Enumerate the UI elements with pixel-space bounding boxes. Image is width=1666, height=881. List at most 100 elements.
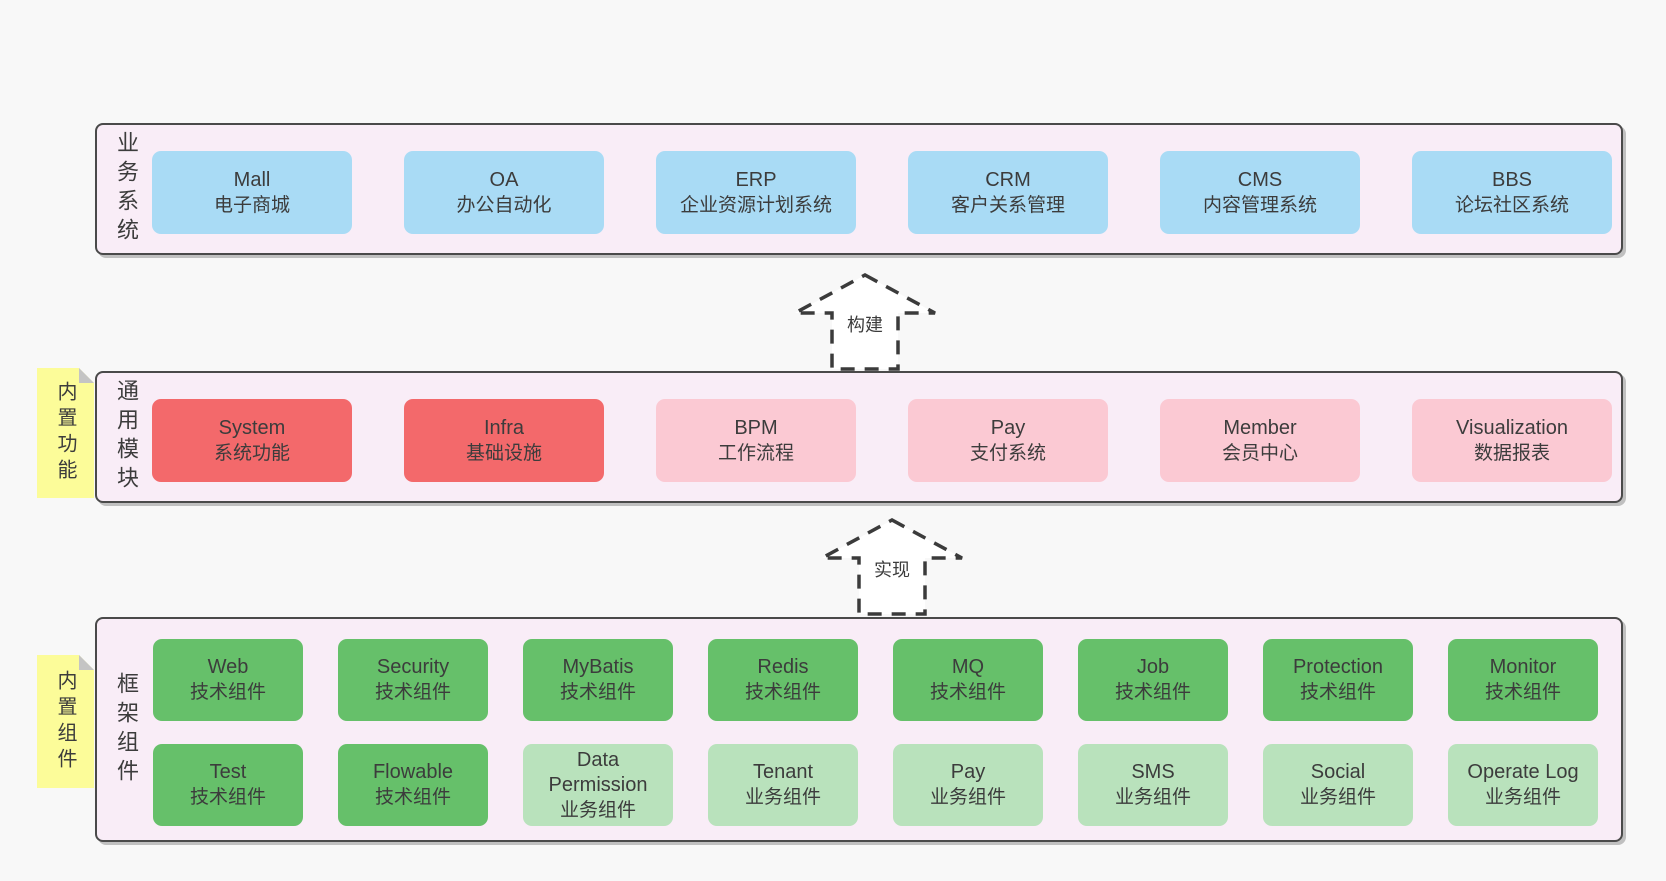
module-box-security: Security 技术组件 [338, 639, 488, 721]
module-box-title: Tenant [752, 761, 814, 783]
sticky-built-in-features-label: 内置功能 [54, 381, 76, 485]
module-box-title: Mall [233, 168, 271, 191]
band-framework-components-label: 框架组件 [114, 671, 139, 788]
module-box-title: Security [376, 656, 450, 678]
module-box-subtitle: 内容管理系统 [1202, 194, 1317, 216]
module-box-oa: OA 办公自动化 [404, 151, 604, 234]
module-box-title: MQ [951, 656, 985, 678]
module-box-tenant: Tenant 业务组件 [708, 744, 858, 826]
module-box-subtitle: 技术组件 [1114, 682, 1191, 703]
module-box-subtitle: 办公自动化 [456, 194, 552, 216]
module-box-infra: Infra 基础设施 [404, 399, 604, 482]
module-box-subtitle: 支付系统 [969, 442, 1046, 464]
module-box-subtitle: 数据报表 [1473, 442, 1550, 464]
module-box-subtitle: 技术组件 [374, 682, 451, 703]
module-box-subtitle: 业务组件 [559, 799, 636, 821]
module-box-erp: ERP 企业资源计划系统 [656, 151, 856, 234]
module-box-title: SMS [1131, 761, 1175, 783]
module-box-mq: MQ 技术组件 [893, 639, 1043, 721]
module-box-cms: CMS 内容管理系统 [1160, 151, 1360, 234]
module-box-subtitle: 技术组件 [559, 682, 636, 703]
module-box-title: System [218, 416, 286, 439]
module-box-title: OA [489, 168, 519, 191]
band-common-modules-label: 通用模块 [114, 379, 139, 495]
module-box-web: Web 技术组件 [153, 639, 303, 721]
module-box-title: Monitor [1489, 656, 1557, 678]
module-box-subtitle: 技术组件 [929, 682, 1006, 703]
module-box-title: Data Permission [548, 748, 648, 796]
module-box-flowable: Flowable 技术组件 [338, 744, 488, 826]
module-box-subtitle: 技术组件 [374, 787, 451, 808]
module-box-mybatis: MyBatis 技术组件 [523, 639, 673, 721]
module-box-title: Test [209, 761, 247, 783]
module-box-title: Visualization [1456, 416, 1568, 439]
module-box-operate-log: Operate Log 业务组件 [1448, 744, 1598, 826]
build-arrow: 构建 [790, 272, 940, 372]
module-box-subtitle: 会员中心 [1221, 442, 1298, 464]
module-box-mall: Mall 电子商城 [152, 151, 352, 234]
sticky-built-in-features: 内置功能 [37, 368, 94, 498]
module-box-subtitle: 业务组件 [1299, 787, 1376, 808]
module-box-subtitle: 技术组件 [1484, 682, 1561, 703]
module-box-subtitle: 业务组件 [1484, 787, 1561, 808]
module-box-member: Member 会员中心 [1160, 399, 1360, 482]
module-box-subtitle: 技术组件 [744, 682, 821, 703]
module-box-title: CRM [985, 168, 1031, 191]
module-box-title: ERP [735, 168, 777, 191]
module-box-title: Social [1310, 761, 1366, 783]
module-box-title: Web [207, 656, 249, 678]
module-box-title: Member [1223, 416, 1297, 439]
module-box-monitor: Monitor 技术组件 [1448, 639, 1598, 721]
module-box-bbs: BBS 论坛社区系统 [1412, 151, 1612, 234]
module-box-data-permission: Data Permission 业务组件 [523, 744, 673, 826]
module-box-pay: Pay 业务组件 [893, 744, 1043, 826]
business-systems-row: Mall 电子商城 OA 办公自动化 ERP 企业资源计划系统 CRM 客户关系管理 CMS 内容… [152, 151, 1612, 234]
module-box-subtitle: 企业资源计划系统 [679, 194, 832, 216]
module-box-crm: CRM 客户关系管理 [908, 151, 1108, 234]
module-box-title: Infra [483, 416, 525, 439]
module-box-subtitle: 论坛社区系统 [1454, 194, 1569, 216]
sticky-built-in-components-label: 内置组件 [54, 669, 76, 774]
module-box-title: BPM [734, 416, 778, 439]
module-box-title: BBS [1491, 168, 1533, 191]
module-box-title: Protection [1292, 656, 1384, 678]
module-box-subtitle: 业务组件 [744, 787, 821, 808]
module-box-title: CMS [1237, 168, 1283, 191]
module-box-subtitle: 基础设施 [465, 442, 542, 464]
module-box-redis: Redis 技术组件 [708, 639, 858, 721]
module-box-subtitle: 电子商城 [213, 194, 290, 216]
module-box-sms: SMS 业务组件 [1078, 744, 1228, 826]
module-box-title: Pay [950, 761, 986, 783]
module-box-subtitle: 业务组件 [1114, 787, 1191, 808]
module-box-title: Pay [990, 416, 1026, 439]
module-box-title: Operate Log [1467, 761, 1579, 783]
build-arrow-label: 构建 [844, 310, 886, 338]
module-box-title: MyBatis [562, 656, 634, 678]
module-box-title: Job [1136, 656, 1170, 678]
implement-arrow: 实现 [817, 517, 967, 617]
band-business-systems-label: 业务系统 [114, 131, 139, 247]
module-box-social: Social 业务组件 [1263, 744, 1413, 826]
module-box-subtitle: 业务组件 [929, 787, 1006, 808]
module-box-job: Job 技术组件 [1078, 639, 1228, 721]
module-box-pay: Pay 支付系统 [908, 399, 1108, 482]
module-box-visualization: Visualization 数据报表 [1412, 399, 1612, 482]
module-box-subtitle: 技术组件 [189, 682, 266, 703]
module-box-subtitle: 系统功能 [213, 442, 290, 464]
module-box-system: System 系统功能 [152, 399, 352, 482]
module-box-subtitle: 客户关系管理 [950, 194, 1065, 216]
implement-arrow-label: 实现 [871, 555, 913, 583]
band-business-systems: 业务系统 Mall 电子商城 OA 办公自动化 ERP 企业资源计划系统 CRM 客户关系管理… [95, 123, 1623, 255]
module-box-title: Flowable [372, 761, 454, 783]
sticky-built-in-components: 内置组件 [37, 655, 94, 788]
module-box-title: Redis [757, 656, 809, 678]
